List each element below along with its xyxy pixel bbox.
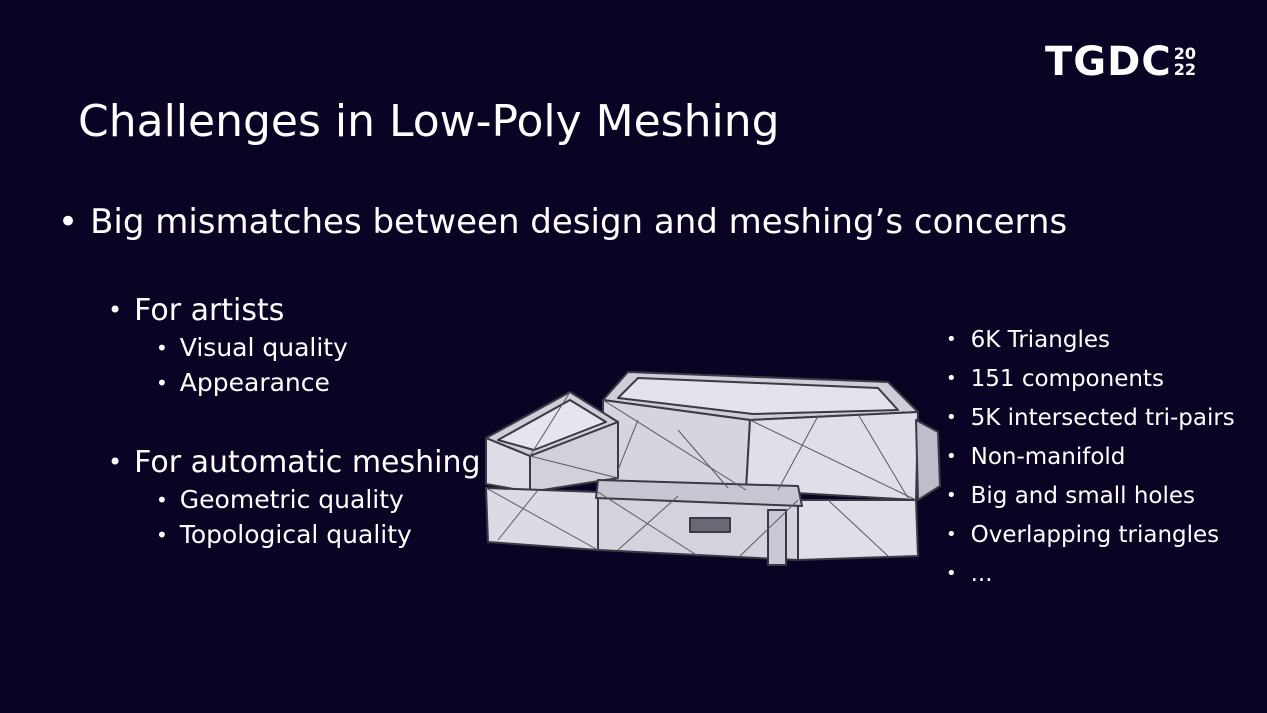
list-item: • Appearance	[156, 365, 348, 400]
bullet-dot: •	[946, 407, 957, 428]
bullet-dot: •	[156, 487, 168, 512]
bullet-dot: •	[946, 563, 957, 584]
group-heading: • For automatic meshing	[108, 442, 481, 482]
list-item-text: 151 components	[970, 365, 1164, 392]
main-bullet-text: Big mismatches between design and meshin…	[90, 202, 1068, 242]
list-item-text: Topological quality	[179, 520, 412, 549]
bullet-dot: •	[946, 524, 957, 545]
list-item: • Big and small holes	[946, 476, 1235, 515]
bullet-dot: •	[108, 448, 123, 476]
list-item: • 5K intersected tri-pairs	[946, 398, 1235, 437]
list-item: •...	[946, 554, 1235, 593]
group-artists: • For artists • Visual quality • Appeara…	[108, 290, 348, 400]
list-item-text: Visual quality	[179, 333, 348, 362]
tgdc-logo: TGDC 20 22	[1045, 40, 1196, 84]
list-item-text: Non-manifold	[970, 443, 1126, 470]
logo-year-top: 20	[1173, 44, 1196, 63]
bullet-dot: •	[156, 335, 168, 360]
bullet-dot: •	[156, 370, 168, 395]
list-item: • Geometric quality	[156, 482, 481, 517]
logo-year-bottom: 22	[1173, 60, 1196, 79]
group-heading-text: For artists	[134, 292, 285, 328]
low-poly-building-mesh	[485, 371, 941, 566]
list-item-text: 6K Triangles	[970, 326, 1110, 353]
bullet-dot: •	[946, 446, 957, 467]
list-item: • 6K Triangles	[946, 320, 1235, 359]
list-item-text: Overlapping triangles	[970, 521, 1220, 548]
main-bullet: • Big mismatches between design and mesh…	[58, 202, 1067, 242]
list-item: • Overlapping triangles	[946, 515, 1235, 554]
group-automatic-meshing: • For automatic meshing • Geometric qual…	[108, 442, 481, 552]
bullet-dot: •	[946, 485, 957, 506]
logo-year: 20 22	[1174, 46, 1196, 78]
bullet-dot: •	[58, 202, 79, 242]
list-item-text: 5K intersected tri-pairs	[970, 404, 1235, 431]
list-item: • Non-manifold	[946, 437, 1235, 476]
list-item: • Visual quality	[156, 330, 348, 365]
mesh-stats-list: • 6K Triangles • 151 components • 5K inters…	[946, 320, 1235, 593]
list-item-text: Geometric quality	[179, 485, 404, 514]
logo-text: TGDC	[1045, 39, 1172, 85]
slide-title: Challenges in Low-Poly Meshing	[78, 96, 780, 147]
bullet-dot: •	[108, 296, 123, 324]
group-heading-text: For automatic meshing	[134, 444, 481, 480]
group-heading: • For artists	[108, 290, 348, 330]
list-item-text: Appearance	[179, 368, 330, 397]
bullet-dot: •	[946, 329, 957, 350]
bullet-dot: •	[946, 368, 957, 389]
list-item-text: Big and small holes	[970, 482, 1196, 509]
list-item: • 151 components	[946, 359, 1235, 398]
bullet-dot: •	[156, 522, 168, 547]
list-item-text: ...	[970, 560, 993, 587]
list-item: • Topological quality	[156, 517, 481, 552]
